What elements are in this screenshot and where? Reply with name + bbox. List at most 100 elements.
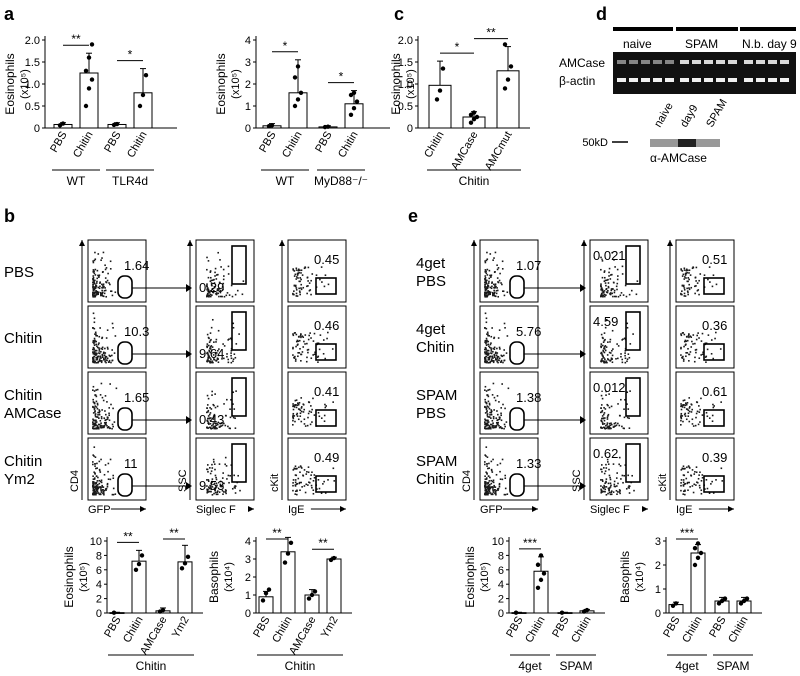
event-dot: [496, 410, 498, 412]
event-dot: [680, 489, 682, 492]
event-dot: [486, 394, 489, 396]
event-dot: [616, 282, 619, 285]
event-dot: [695, 351, 697, 354]
event-dot: [207, 486, 210, 488]
event-dot: [488, 416, 490, 418]
event-dot: [301, 351, 304, 353]
event-dot: [207, 289, 210, 292]
event-dot: [104, 287, 106, 289]
event-dot: [111, 349, 113, 351]
event-dot: [492, 357, 494, 359]
event-dot: [294, 493, 297, 495]
event-dot: [686, 287, 688, 290]
event-dot: [93, 321, 96, 324]
event-dot: [607, 341, 609, 343]
event-dot: [93, 361, 96, 363]
event-dot: [487, 290, 489, 292]
event-dot: [491, 282, 493, 284]
event-dot: [322, 339, 325, 341]
event-dot: [96, 489, 98, 492]
event-dot: [104, 355, 107, 358]
event-dot: [500, 359, 503, 362]
event-dot: [108, 407, 111, 409]
event-dot: [495, 425, 497, 428]
event-dot: [235, 343, 238, 345]
group-label: WT: [276, 174, 295, 188]
event-dot: [98, 486, 100, 489]
svg-text:d: d: [596, 4, 607, 24]
event-dot: [486, 339, 488, 342]
event-dot: [312, 479, 315, 482]
event-dot: [484, 483, 487, 485]
event-dot: [232, 358, 235, 361]
event-dot: [115, 387, 118, 390]
event-dot: [506, 335, 509, 337]
event-dot: [210, 417, 212, 419]
event-dot: [93, 259, 96, 262]
event-dot: [628, 427, 631, 429]
event-dot: [106, 329, 109, 331]
event-dot: [491, 486, 494, 489]
event-dot: [322, 483, 324, 485]
event-dot: [230, 354, 232, 357]
event-dot: [209, 293, 212, 296]
event-dot: [300, 481, 302, 484]
event-dot: [211, 467, 214, 469]
event-dot: [488, 487, 491, 490]
event-dot: [600, 426, 602, 429]
event-dot: [292, 268, 294, 270]
event-dot: [294, 465, 297, 468]
event-dot: [300, 410, 303, 413]
event-dot: [295, 468, 298, 470]
event-dot: [600, 420, 603, 422]
event-dot: [609, 278, 612, 280]
event-dot: [607, 492, 609, 495]
ckit-gate: [315, 277, 337, 295]
event-dot: [92, 293, 94, 296]
event-dot: [608, 489, 610, 491]
event-dot: [630, 289, 633, 292]
category-label: PBS: [102, 130, 123, 155]
event-dot: [484, 478, 487, 480]
event-dot: [294, 285, 297, 288]
facs-plot: [589, 371, 649, 435]
event-dot: [296, 404, 299, 407]
event-dot: [105, 418, 108, 421]
event-dot: [92, 281, 94, 284]
event-dot: [485, 446, 488, 448]
event-dot: [300, 397, 303, 399]
data-point: [89, 77, 95, 82]
y-tick-label: 0: [245, 123, 251, 135]
arrow-head: [186, 350, 192, 358]
event-dot: [712, 274, 715, 277]
event-dot: [216, 422, 218, 425]
event-dot: [600, 293, 603, 296]
siglec-gate: [231, 443, 247, 483]
event-dot: [604, 358, 606, 361]
arrow-head: [186, 416, 192, 424]
event-dot: [327, 331, 329, 334]
event-dot: [491, 471, 494, 473]
event-dot: [103, 417, 106, 419]
event-dot: [228, 294, 231, 296]
event-dot: [485, 483, 487, 485]
event-dot: [310, 405, 312, 407]
event-dot: [501, 268, 504, 270]
event-dot: [488, 269, 491, 272]
event-dot: [604, 345, 607, 347]
event-dot: [602, 417, 605, 419]
event-dot: [299, 409, 302, 412]
category-label: PBS: [707, 615, 728, 640]
data-point: [111, 610, 117, 615]
data-point: [698, 550, 704, 556]
event-dot: [497, 423, 499, 426]
event-dot: [603, 348, 606, 350]
event-dot: [298, 290, 301, 293]
event-dot: [484, 418, 486, 421]
event-dot: [680, 269, 683, 271]
event-dot: [106, 482, 109, 485]
event-dot: [225, 465, 228, 467]
event-dot: [318, 348, 321, 351]
event-dot: [212, 354, 215, 356]
